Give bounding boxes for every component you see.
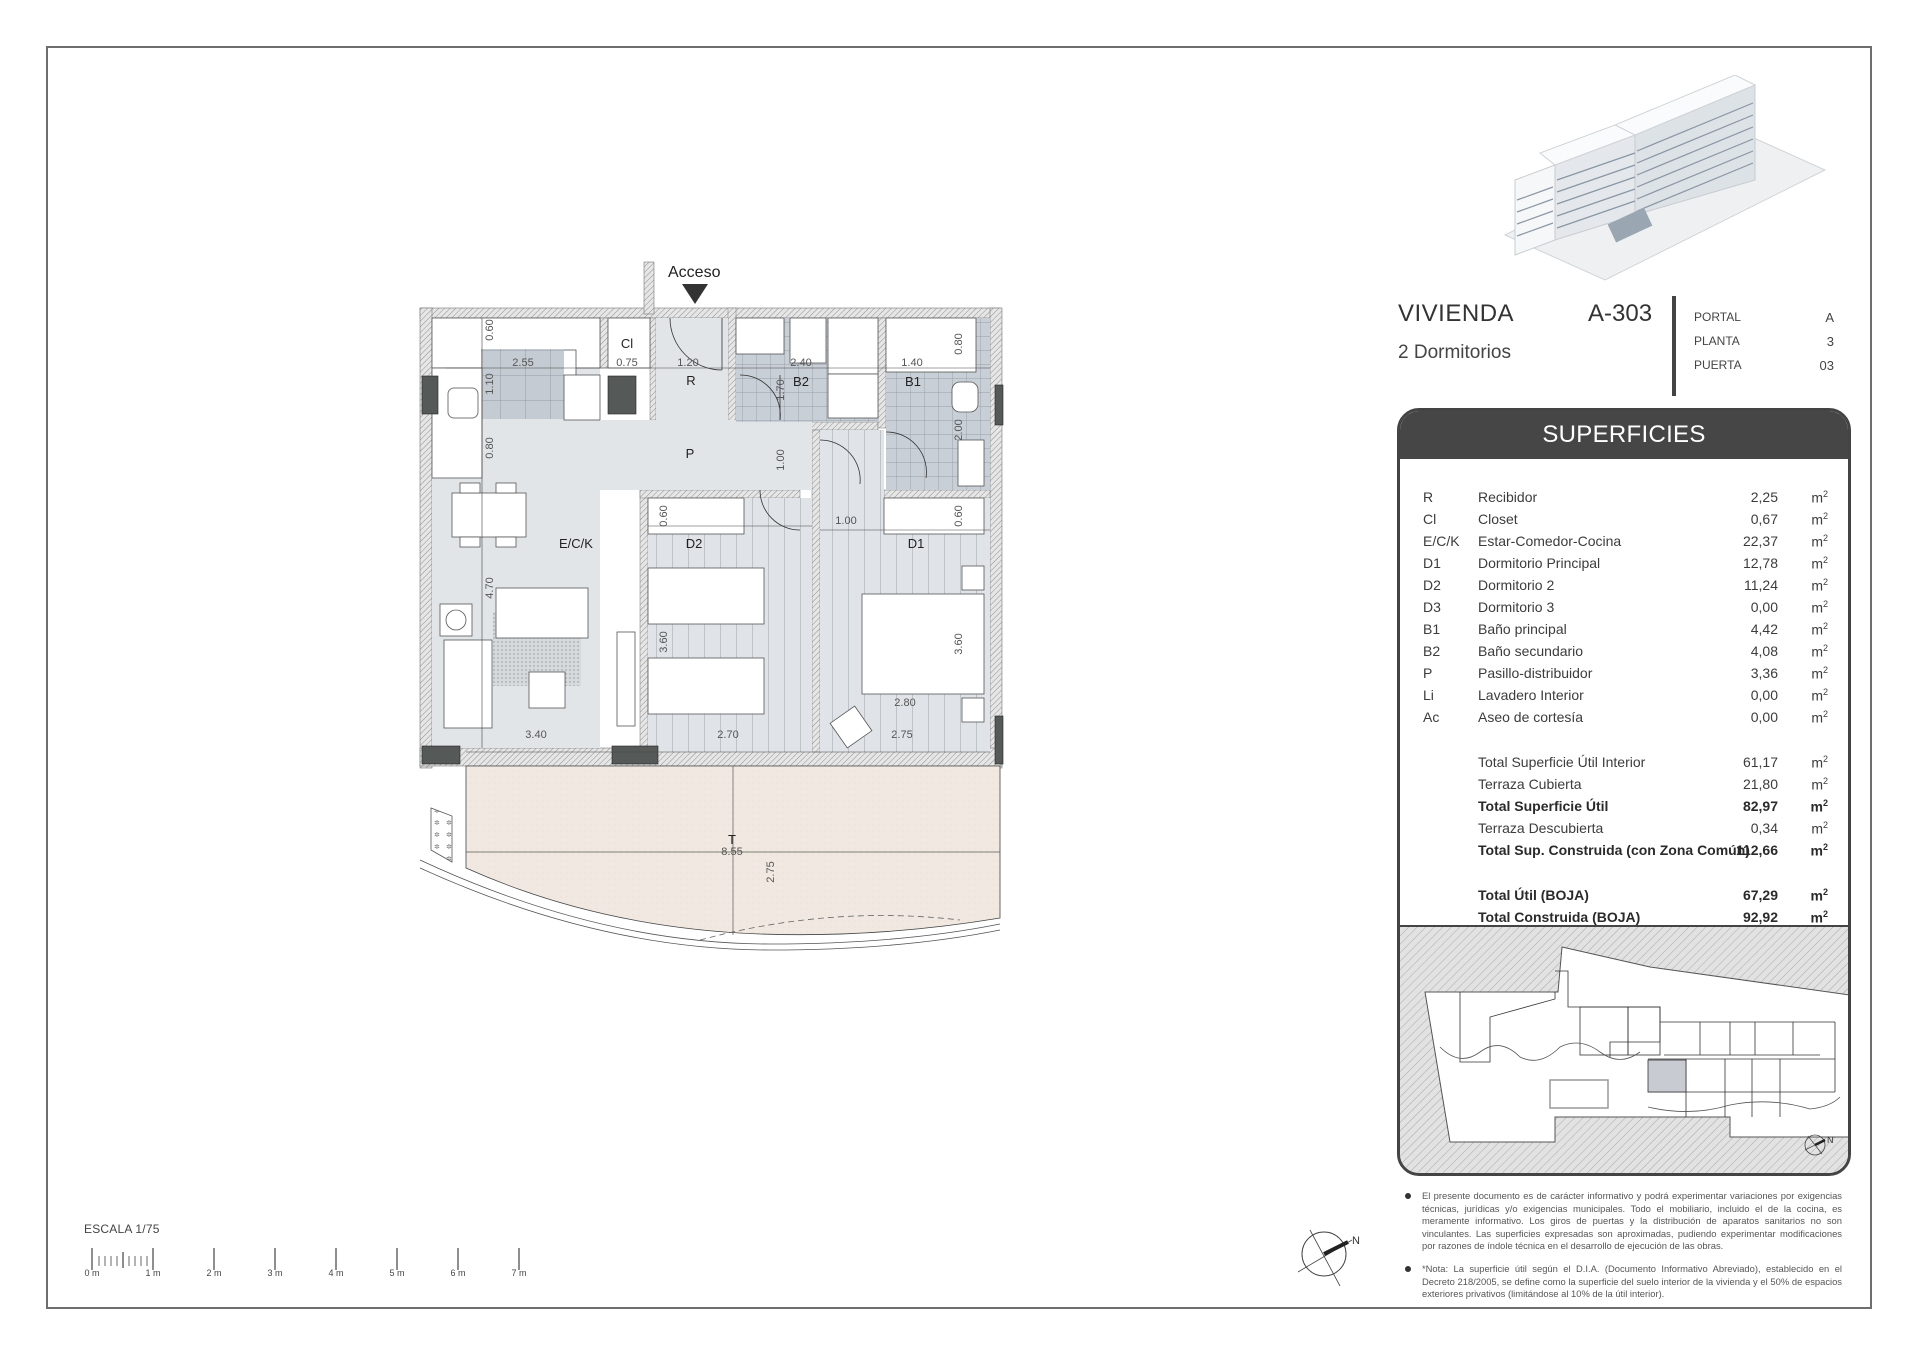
scale-label: 5 m [389, 1268, 405, 1278]
building-render [1503, 75, 1827, 281]
dim-d2-closet: 0.60 [658, 505, 670, 526]
access-arrow-icon [682, 284, 708, 304]
north-arrow-icon: N [1297, 1229, 1360, 1287]
dim-pasillo: 1.00 [775, 449, 787, 470]
dim-b1-shower: 0.80 [953, 333, 965, 354]
site-north-label: N [1827, 1135, 1834, 1145]
unit-bedrooms: 2 Dormitorios [1398, 342, 1511, 363]
room-label-eck: E/C/K [559, 536, 593, 551]
highlighted-unit [1647, 1059, 1687, 1093]
dim-b1-width: 1.40 [901, 357, 922, 369]
scale-label: 1 m [145, 1268, 161, 1278]
room-label-recibidor: R [686, 373, 695, 388]
room-label-b1: B1 [905, 374, 921, 389]
dim-recibidor: 1.20 [677, 357, 698, 369]
dim-d1-width-b: 2.75 [891, 729, 912, 741]
room-label-d1: D1 [908, 536, 925, 551]
room-label-terraza: T [728, 832, 736, 847]
scale-label: 3 m [267, 1268, 283, 1278]
site-location-map: N [1400, 925, 1848, 1173]
scale-label: 0 m [84, 1268, 100, 1278]
dim-d1-depth: 3.60 [953, 633, 965, 654]
unit-header: VIVIENDA A-303 2 Dormitorios PORTAL A PL… [1398, 296, 1858, 396]
dim-kitchen-gap: 0.80 [484, 437, 496, 458]
scale-label: 4 m [328, 1268, 344, 1278]
scale-labels: 0 m 1 m 2 m 3 m 4 m 5 m 6 m 7 m [84, 1268, 544, 1282]
floors [431, 317, 990, 752]
superficies-title: SUPERFICIES [1400, 411, 1848, 459]
header-separator [1672, 296, 1676, 396]
dim-d1-closet: 0.60 [953, 505, 965, 526]
scale-label: 6 m [450, 1268, 466, 1278]
scale-label: 2 m [206, 1268, 222, 1278]
room-label-pasillo: P [686, 446, 695, 461]
dim-b2-depth: 1.70 [775, 379, 787, 400]
scale-title: ESCALA 1/75 [84, 1222, 160, 1236]
dim-kitchen-depth-top: 0.60 [484, 319, 496, 340]
dim-d2-width: 2.70 [717, 729, 738, 741]
dim-kitchen-depth: 1.10 [484, 373, 496, 394]
dim-closet: 0.75 [616, 357, 637, 369]
dim-terrace-width: 8.55 [721, 846, 742, 858]
dim-b2-width: 2.40 [790, 357, 811, 369]
room-label-b2: B2 [793, 374, 809, 389]
doors [669, 317, 927, 531]
dim-terrace-depth: 2.75 [765, 861, 777, 882]
north-label: N [1352, 1235, 1360, 1247]
dim-living-width: 3.40 [525, 729, 546, 741]
access-label: Acceso [668, 264, 721, 281]
dim-d1-pass: 1.00 [835, 515, 856, 527]
note-item: El presente documento es de carácter inf… [1402, 1190, 1842, 1253]
room-label-closet: Cl [621, 336, 633, 351]
disclaimer-notes: El presente documento es de carácter inf… [1402, 1190, 1842, 1311]
dim-kitchen-width: 2.55 [512, 357, 533, 369]
room-label-d2: D2 [686, 536, 703, 551]
dim-d2-depth: 3.60 [658, 631, 670, 652]
unit-code: A-303 [1588, 300, 1653, 327]
unit-type: VIVIENDA [1398, 300, 1515, 327]
terrace [419, 765, 1001, 951]
scale: ESCALA 1/75 0 m 1 m 2 m 3 m 4 m 5 m 6 m … [84, 1222, 527, 1278]
dim-d1-width-a: 2.80 [894, 697, 915, 709]
dim-b1-depth: 2.00 [953, 419, 965, 440]
page-frame [46, 46, 1872, 1309]
columns [421, 375, 1004, 765]
dim-living-depth: 4.70 [484, 577, 496, 598]
note-item: *Nota: La superficie útil según el D.I.A… [1402, 1263, 1842, 1301]
scale-bar [91, 1248, 520, 1270]
total-row: Total Sup. Construida (con Zona Común)11… [1478, 842, 1828, 859]
scale-label: 7 m [511, 1268, 527, 1278]
